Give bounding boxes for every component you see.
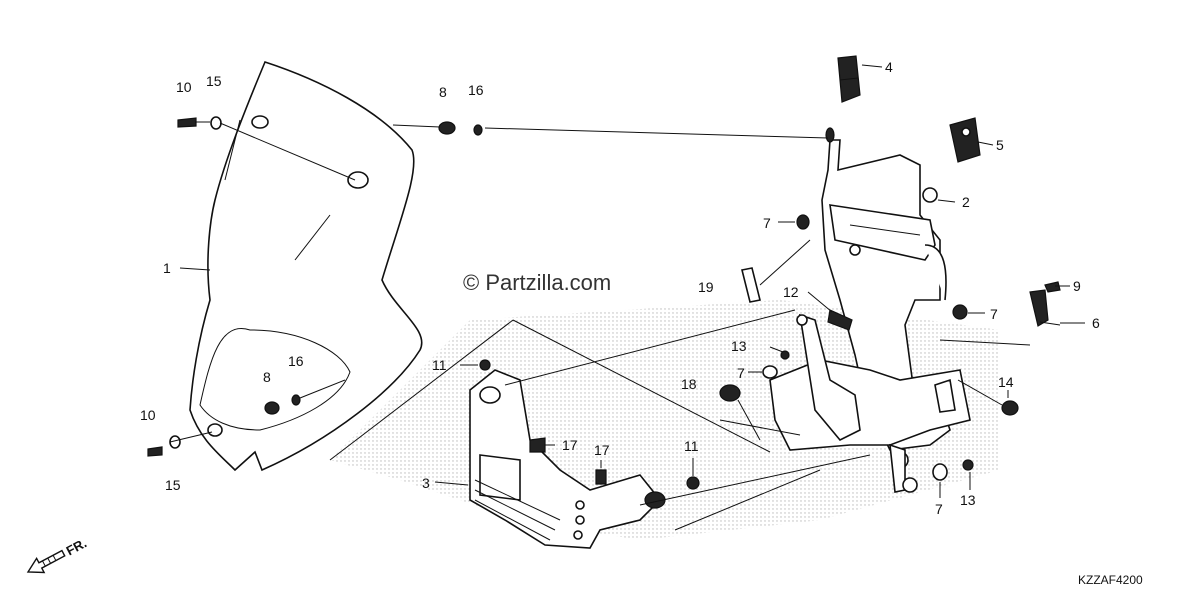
front-label: FR.	[64, 535, 90, 558]
callout-14[interactable]: 14	[998, 374, 1014, 390]
callout-16b[interactable]: 16	[288, 353, 304, 369]
pin-19[interactable]	[741, 267, 761, 303]
callout-19[interactable]: 19	[698, 279, 714, 295]
callout-10b[interactable]: 10	[140, 407, 156, 423]
clip-17b[interactable]	[595, 469, 607, 485]
callout-13a[interactable]: 13	[731, 338, 747, 354]
grommet-7a[interactable]	[796, 214, 810, 230]
clip-5[interactable]	[949, 117, 981, 163]
watermark: © Partzilla.com	[463, 270, 611, 295]
grommet-7b[interactable]	[952, 304, 968, 320]
callout-8b[interactable]: 8	[263, 369, 271, 385]
front-indicator: FR.	[26, 535, 90, 574]
callout-8a[interactable]: 8	[439, 84, 447, 100]
grommet-7d[interactable]	[932, 463, 948, 481]
callout-16a[interactable]: 16	[468, 82, 484, 98]
screw-9[interactable]	[1044, 281, 1061, 293]
callout-4[interactable]: 4	[885, 59, 893, 75]
diagram-code: KZZAF4200	[1078, 573, 1143, 587]
callout-1[interactable]: 1	[163, 260, 171, 276]
leader-lines	[169, 64, 1085, 531]
callout-9[interactable]: 9	[1073, 278, 1081, 294]
callout-6[interactable]: 6	[1092, 315, 1100, 331]
bolt-12[interactable]	[827, 309, 853, 331]
callout-7d[interactable]: 7	[935, 501, 943, 517]
callout-2[interactable]: 2	[962, 194, 970, 210]
callout-7a[interactable]: 7	[763, 215, 771, 231]
arrow-down-left-icon	[26, 549, 66, 574]
cushion-18[interactable]	[719, 384, 741, 402]
callout-18[interactable]: 18	[681, 376, 697, 392]
screw-11b[interactable]	[686, 476, 700, 490]
screw-11a[interactable]	[479, 359, 491, 371]
callout-15a[interactable]: 15	[206, 73, 222, 89]
grommet-7c[interactable]	[762, 365, 778, 379]
callout-15b[interactable]: 15	[165, 477, 181, 493]
washer-15a[interactable]	[210, 116, 222, 130]
screw-10b[interactable]	[147, 446, 163, 457]
meter-cover[interactable]	[469, 369, 666, 549]
lower-stay[interactable]	[769, 313, 971, 493]
callout-10a[interactable]: 10	[176, 79, 192, 95]
collar-8b[interactable]	[264, 401, 280, 415]
callout-13b[interactable]: 13	[960, 492, 976, 508]
washer-16b[interactable]	[291, 394, 301, 406]
screw-13a[interactable]	[780, 350, 790, 360]
callout-7c[interactable]: 7	[737, 365, 745, 381]
callout-12[interactable]: 12	[783, 284, 799, 300]
nut-6[interactable]	[1029, 289, 1061, 327]
screw-13b[interactable]	[962, 459, 974, 471]
clip-4[interactable]	[837, 55, 861, 103]
callout-11b[interactable]: 11	[684, 438, 699, 454]
washer-16a[interactable]	[473, 124, 483, 136]
clip-17a[interactable]	[529, 437, 546, 453]
callout-11a[interactable]: 11	[432, 357, 447, 373]
windscreen[interactable]	[189, 61, 423, 472]
callout-5[interactable]: 5	[996, 137, 1004, 153]
callout-17b[interactable]: 17	[594, 442, 610, 458]
screw-10a[interactable]	[177, 117, 197, 128]
nut-14[interactable]	[1001, 400, 1019, 416]
callout-7b[interactable]: 7	[990, 306, 998, 322]
callout-3[interactable]: 3	[422, 475, 430, 491]
stay-bracket[interactable]	[821, 127, 951, 451]
callout-17a[interactable]: 17	[562, 437, 578, 453]
collar-8a[interactable]	[438, 121, 456, 135]
